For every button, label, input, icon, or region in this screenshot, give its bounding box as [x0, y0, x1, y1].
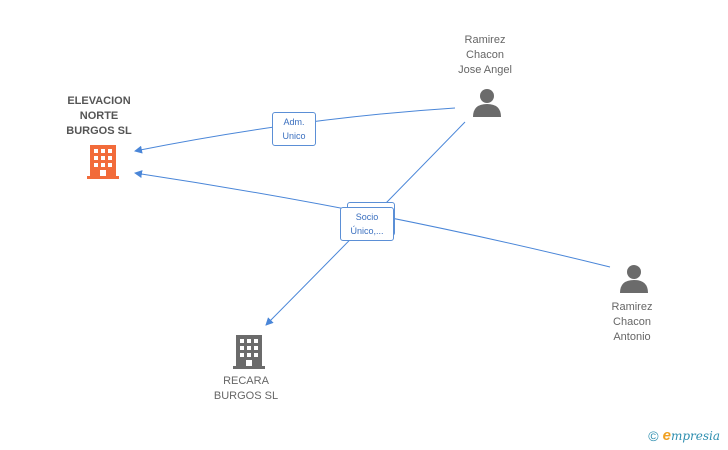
copyright-icon: ©	[648, 427, 659, 444]
person-icon[interactable]	[473, 89, 501, 117]
person-label-antonio[interactable]: Ramirez Chacon Antonio	[611, 301, 653, 343]
edge-label-adm-unico[interactable]: Adm. Unico	[272, 112, 316, 146]
person-label-jose[interactable]: Ramirez Chacon Jose Angel	[458, 34, 512, 76]
building-icon[interactable]	[233, 335, 265, 369]
edge-label-socio-unico[interactable]: Socio Único,...	[340, 207, 394, 241]
brand-footer: © empresia	[648, 427, 720, 444]
company-label-elevacion[interactable]: ELEVACION NORTE BURGOS SL	[66, 95, 132, 137]
person-icon[interactable]	[620, 265, 648, 293]
company-label-recara[interactable]: RECARA BURGOS SL	[213, 375, 279, 402]
building-icon[interactable]	[87, 145, 119, 179]
empresia-logo[interactable]: empresia	[662, 427, 720, 444]
